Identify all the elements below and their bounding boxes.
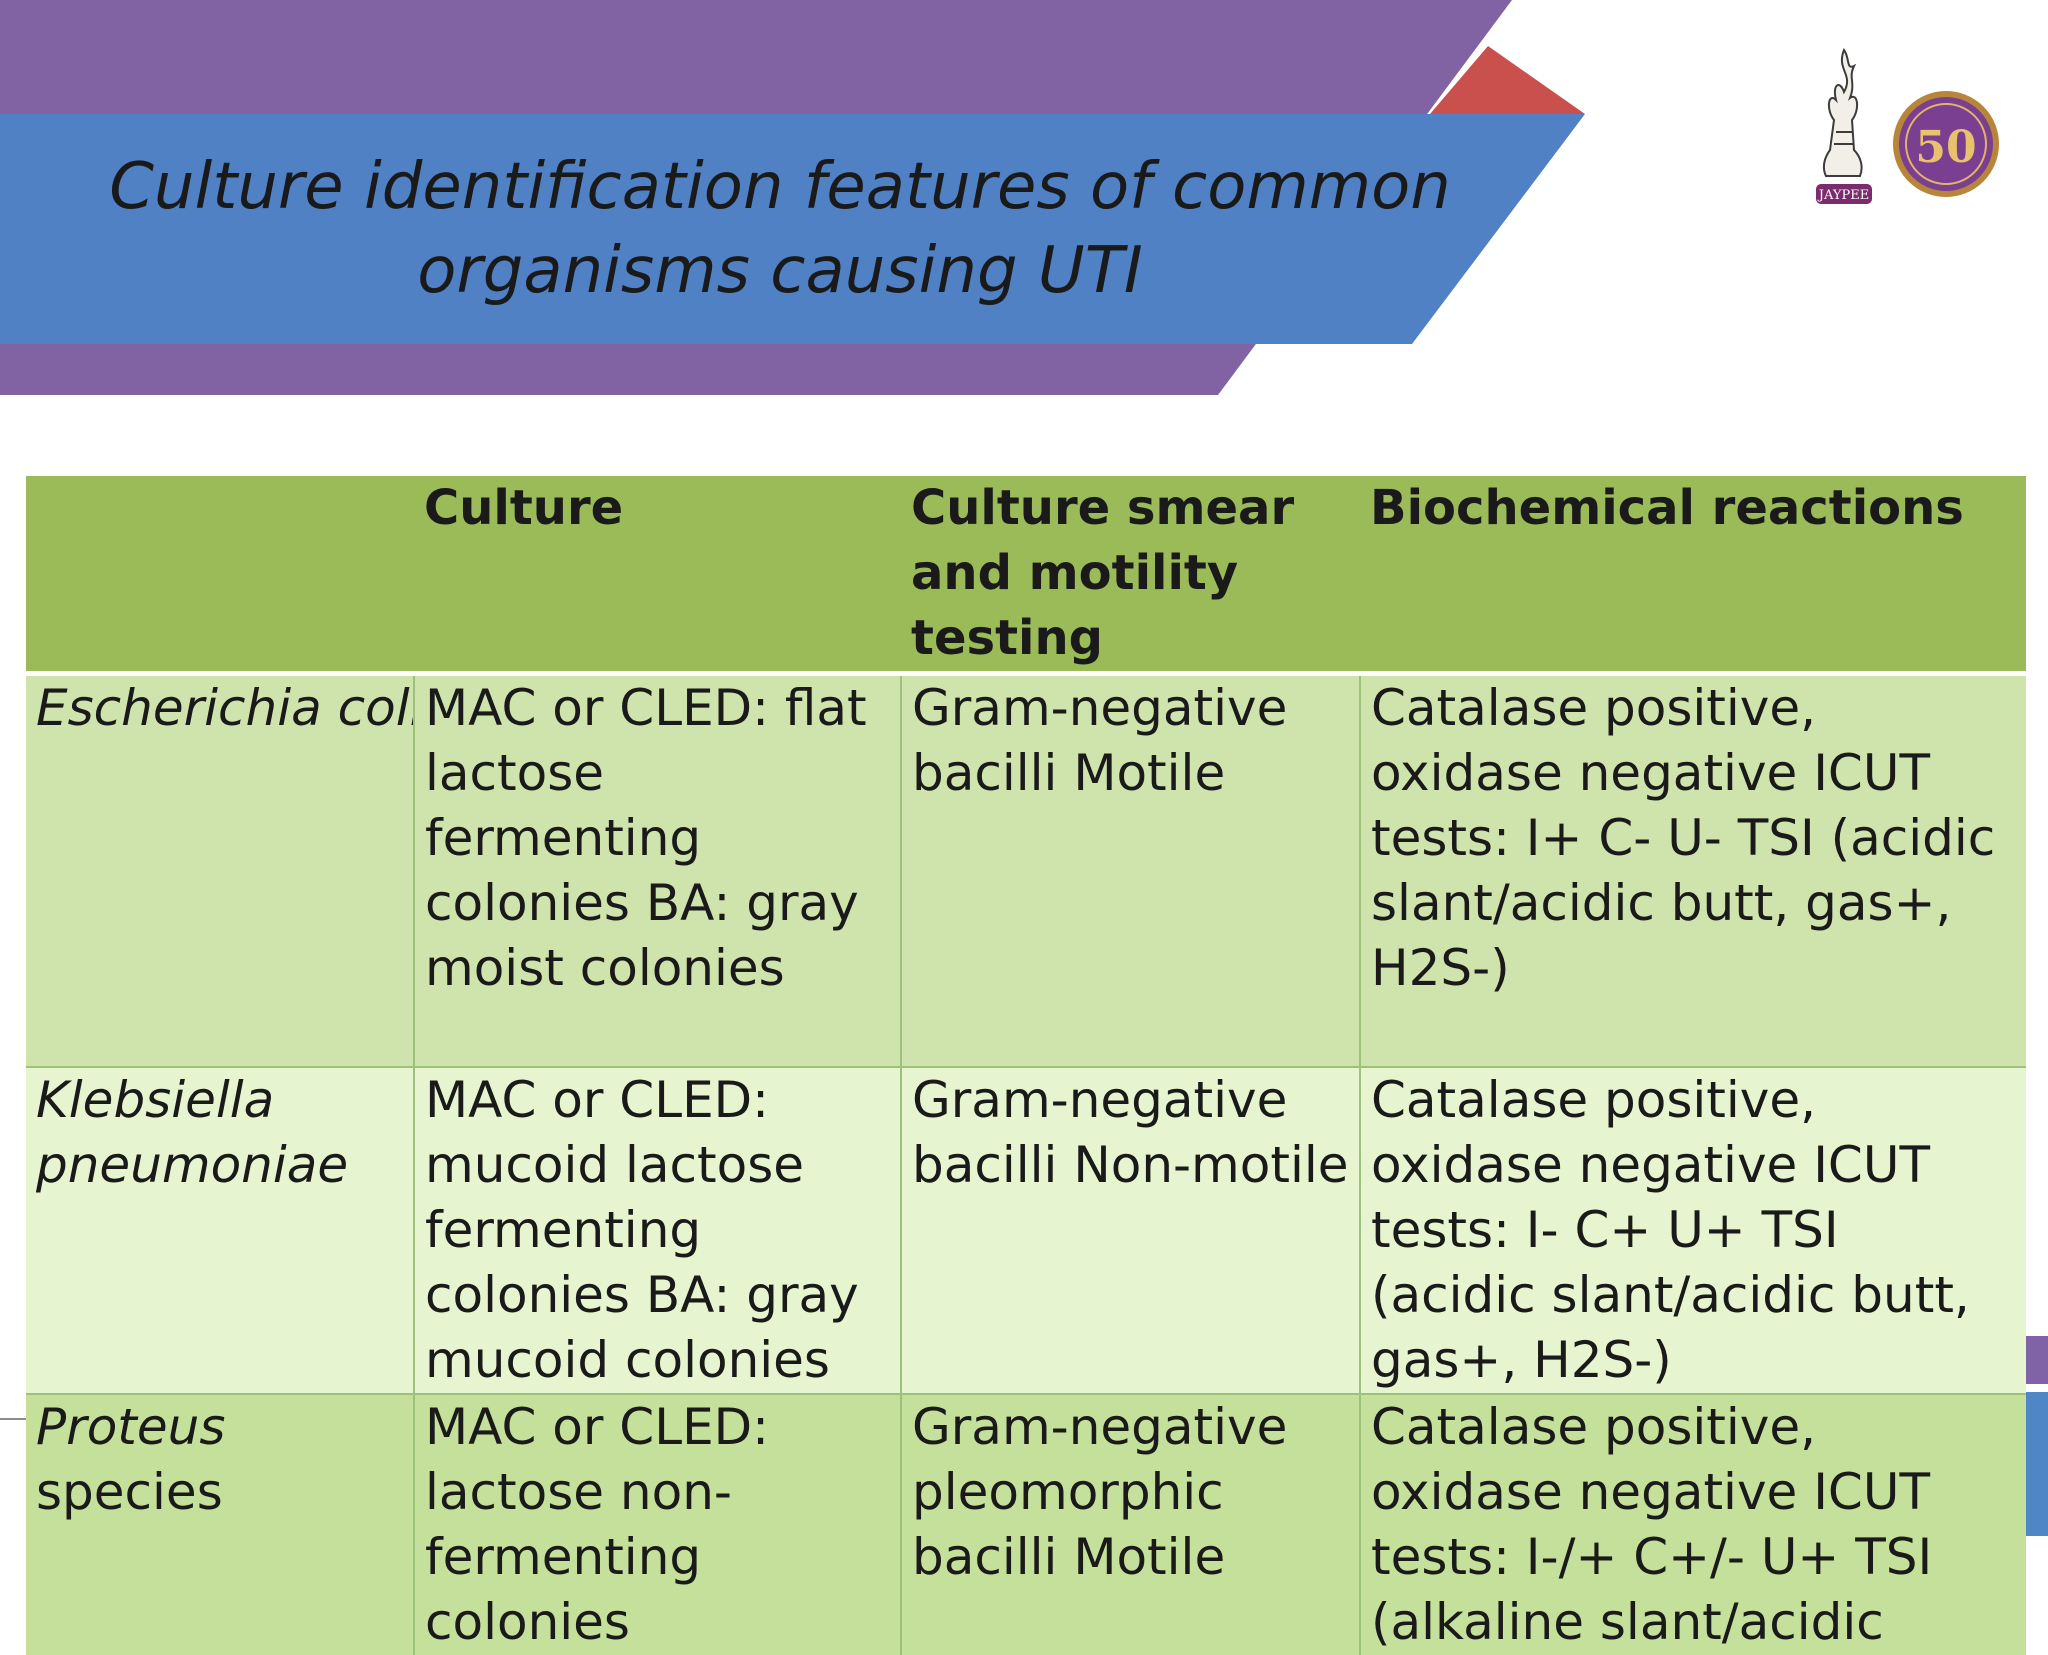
slide-title-line1: Culture identification features of commo… [109,150,1451,224]
biochemical-cell: Catalase positive, oxidase negative ICUT… [1359,1066,2026,1394]
uti-culture-table: Culture Culture smear and motility testi… [26,476,2026,1655]
banner-blue-band [0,114,1585,344]
smear-cell: Gram-negative bacilli Motile [900,672,1360,1067]
culture-cell: MAC or CLED: lactose non-fermenting colo… [413,1393,901,1655]
header-culture: Culture [414,476,901,676]
organism-genus: Proteus [36,1398,226,1456]
header-biochemical: Biochemical reactions [1360,476,2026,676]
table-row: Proteus species MAC or CLED: lactose non-… [26,1393,2026,1655]
fifty-years-logo: 50 [1893,91,1999,197]
organism-cell: Escherichia coli [26,672,414,1067]
slide-title: Culture identification features of commo… [70,145,1490,313]
culture-cell: MAC or CLED: mucoid lactose fermenting c… [413,1066,901,1394]
smear-cell: Gram-negative bacilli Non-motile [900,1066,1360,1394]
table-header-row: Culture Culture smear and motility testi… [26,476,2026,676]
header-organism [26,476,414,676]
jaypee-logo: JAYPEE [1816,47,1872,204]
jaypee-logo-label: JAYPEE [1817,188,1869,203]
smear-cell: Gram-negative pleomorphic bacilli Motile [900,1393,1360,1655]
title-banner [0,0,1585,395]
biochemical-cell: Catalase positive, oxidase negative ICUT… [1359,672,2026,1067]
fifty-years-number: 50 [1915,122,1976,173]
table-row: Escherichia coli MAC or CLED: flat lacto… [26,672,2026,1067]
header-smear: Culture smear and motility testing [901,476,1360,676]
culture-cell: MAC or CLED: flat lactose fermenting col… [413,672,901,1067]
organism-cell: Klebsiella pneumoniae [26,1066,414,1394]
organism-cell: Proteus species [26,1393,414,1655]
banner-red-triangle [1430,46,1585,114]
table-row: Klebsiella pneumoniae MAC or CLED: mucoi… [26,1066,2026,1394]
slide-title-line2: organisms causing UTI [417,234,1143,308]
biochemical-cell: Catalase positive, oxidase negative ICUT… [1359,1393,2026,1655]
left-rule [0,1418,28,1420]
organism-species-label: species [36,1463,223,1521]
institution-logos: JAYPEE 50 [1816,47,1999,204]
